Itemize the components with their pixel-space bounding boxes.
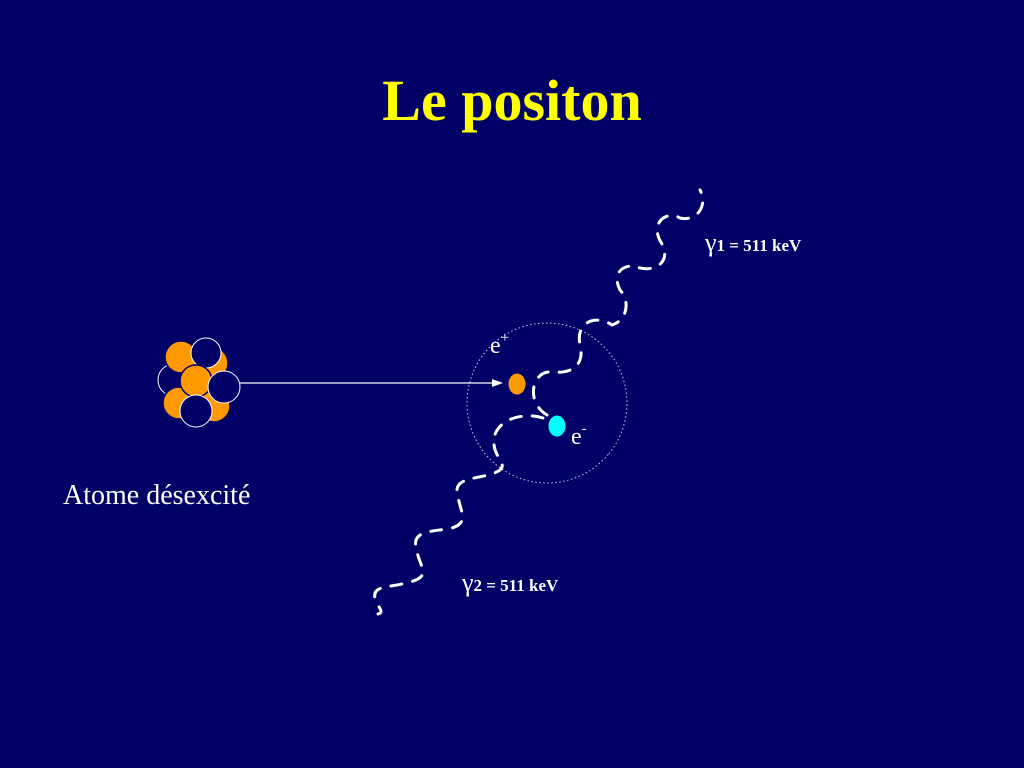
- gamma1-energy: = 511 keV: [725, 236, 802, 255]
- positron-label: e+: [490, 330, 510, 359]
- positron: [507, 372, 527, 396]
- electron-label: e-: [571, 421, 587, 450]
- electron: [547, 414, 567, 438]
- nucleon: [179, 394, 213, 428]
- gamma1-wave: [531, 188, 705, 417]
- gamma2-wave: [373, 414, 545, 616]
- nucleon: [179, 364, 213, 398]
- atom-label: Atome désexcité: [63, 480, 251, 511]
- gamma1-index: 1: [716, 236, 726, 255]
- slide-title: Le positon: [382, 68, 642, 133]
- gamma2-energy: = 511 keV: [482, 576, 559, 595]
- nucleon: [207, 370, 241, 404]
- electron-symbol: e: [571, 424, 582, 450]
- positron-symbol: e: [490, 333, 501, 359]
- electron-charge: -: [581, 421, 587, 437]
- gamma2-label: γ2 = 511 keV: [462, 570, 558, 596]
- annihilation-zone: [466, 322, 628, 484]
- gamma2-index: 2: [473, 576, 483, 595]
- gamma2-symbol: γ: [462, 568, 474, 597]
- nucleon: [190, 337, 222, 369]
- gamma1-label: γ1 = 511 keV: [705, 230, 801, 256]
- gamma1-symbol: γ: [705, 228, 717, 257]
- positron-charge: +: [500, 330, 510, 346]
- arrowhead: [492, 379, 503, 387]
- nucleus: [157, 337, 241, 428]
